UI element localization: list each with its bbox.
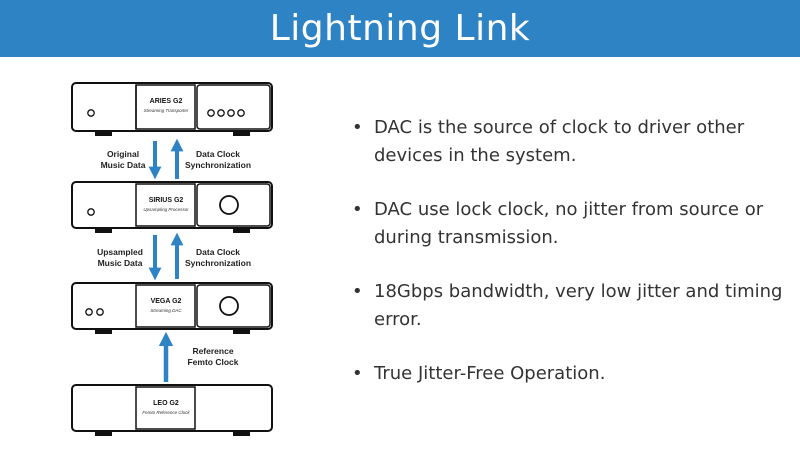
device-name: SIRIUS G2 bbox=[149, 197, 184, 204]
bullet-dot-icon: • bbox=[352, 199, 363, 220]
title-bar: Lightning Link bbox=[0, 0, 800, 57]
button-icon bbox=[96, 308, 104, 316]
button-icon bbox=[237, 109, 245, 117]
link-label-left: Music Data bbox=[101, 160, 146, 170]
device-name: VEGA G2 bbox=[151, 298, 182, 305]
bullet-text: True Jitter-Free Operation. bbox=[374, 363, 606, 384]
device-subtitle: Streaming Transporter bbox=[144, 108, 189, 113]
button-icon bbox=[227, 109, 235, 117]
button-icon bbox=[207, 109, 215, 117]
device-chain-diagram: ARIES G2 Streaming Transporter Original … bbox=[0, 57, 330, 450]
bullet-item: • 18Gbps bandwidth, very low jitter and t… bbox=[346, 278, 786, 334]
button-icon bbox=[217, 109, 225, 117]
link-label-right: Data Clock bbox=[196, 149, 240, 159]
bullet-dot-icon: • bbox=[352, 117, 363, 138]
device-subtitle: Upsampling Processor bbox=[143, 207, 189, 212]
bullet-item: • DAC is the source of clock to driver ot… bbox=[346, 114, 786, 170]
bullet-text: DAC is the source of clock to driver oth… bbox=[374, 117, 745, 166]
link-label-right: Femto Clock bbox=[187, 357, 238, 367]
link-label-right: Data Clock bbox=[196, 247, 240, 257]
link-label-left: Original bbox=[107, 149, 139, 159]
device-aries-g2: ARIES G2 Streaming Transporter bbox=[71, 82, 273, 136]
volume-knob-icon bbox=[219, 296, 239, 316]
link-label-left: Upsampled bbox=[97, 247, 143, 257]
device-subtitle: Streaming DAC bbox=[150, 308, 182, 313]
device-chain-svg: ARIES G2 Streaming Transporter Original … bbox=[71, 82, 273, 436]
link-label-right: Synchronization bbox=[185, 160, 251, 170]
device-name: ARIES G2 bbox=[150, 98, 183, 105]
bullet-item: • DAC use lock clock, no jitter from sour… bbox=[346, 196, 786, 252]
device-vega-g2: VEGA G2 Streaming DAC bbox=[71, 282, 273, 334]
device-name: LEO G2 bbox=[153, 400, 179, 407]
link-label-right: Synchronization bbox=[185, 258, 251, 268]
power-knob-icon bbox=[87, 208, 95, 216]
device-subtitle: Femto Reference Clock bbox=[142, 410, 190, 415]
power-knob-icon bbox=[85, 308, 93, 316]
bullet-dot-icon: • bbox=[352, 281, 363, 302]
slide-title: Lightning Link bbox=[269, 8, 531, 49]
link-label-left: Music Data bbox=[98, 258, 143, 268]
bullet-text: 18Gbps bandwidth, very low jitter and ti… bbox=[374, 281, 783, 330]
bullet-list: • DAC is the source of clock to driver ot… bbox=[346, 114, 786, 414]
bullet-dot-icon: • bbox=[352, 363, 363, 384]
bullet-text: DAC use lock clock, no jitter from sourc… bbox=[374, 199, 764, 248]
bullet-item: • True Jitter-Free Operation. bbox=[346, 360, 786, 388]
device-leo-g2: LEO G2 Femto Reference Clock bbox=[71, 384, 273, 436]
link-label-right: Reference bbox=[192, 346, 233, 356]
volume-knob-icon bbox=[219, 195, 239, 215]
device-sirius-g2: SIRIUS G2 Upsampling Processor bbox=[71, 181, 273, 233]
power-knob-icon bbox=[87, 109, 95, 117]
